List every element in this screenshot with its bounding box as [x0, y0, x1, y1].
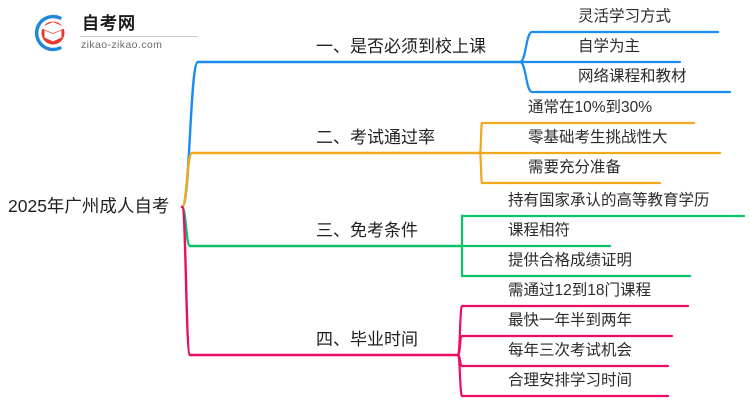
logo-brand-name: 自考网 — [82, 14, 136, 33]
connector-root-to-branch-1 — [180, 60, 200, 209]
branch-2-child-1-label[interactable]: 通常在10%到30% — [528, 99, 653, 116]
connector-branch-2-child-3 — [478, 151, 662, 185]
branch-2-label[interactable]: 二、考试通过率 — [316, 128, 435, 147]
branch-4-label[interactable]: 四、毕业时间 — [316, 330, 418, 349]
mindmap-root-node[interactable]: 2025年广州成人自考 — [8, 196, 170, 216]
connector-root-to-branch-2 — [180, 151, 194, 209]
branch-4-child-3-label[interactable]: 每年三次考试机会 — [508, 342, 633, 359]
branch-3-label[interactable]: 三、免考条件 — [316, 221, 418, 240]
branch-1-child-1-label[interactable]: 灵活学习方式 — [578, 8, 672, 25]
connector-branch-3-child-3 — [460, 244, 692, 278]
branch-1-label[interactable]: 一、是否必须到校上课 — [316, 37, 486, 56]
branch-2-child-2-label[interactable]: 零基础考生挑战性大 — [528, 129, 668, 146]
graduation-cap-icon — [30, 12, 74, 54]
connector-branch-3-child-1 — [460, 214, 746, 248]
branch-3-child-1-label[interactable]: 持有国家承认的高等教育学历 — [508, 192, 710, 209]
branch-2-child-3-label[interactable]: 需要充分准备 — [528, 159, 622, 176]
branch-4-child-2-label[interactable]: 最快一年半到两年 — [508, 312, 633, 329]
connector-root-to-branch-4 — [180, 205, 192, 357]
branch-4-child-1-label[interactable]: 需通过12到18门课程 — [508, 282, 651, 299]
branch-1-child-3-label[interactable]: 网络课程和教材 — [578, 68, 687, 85]
branch-4-child-4-label[interactable]: 合理安排学习时间 — [508, 372, 633, 389]
connector-branch-1-child-3 — [518, 60, 732, 94]
branch-1-child-2-label[interactable]: 自学为主 — [578, 38, 641, 55]
branch-3-child-2-label[interactable]: 课程相符 — [508, 222, 571, 239]
logo-divider — [80, 36, 198, 37]
logo-url: zikao-zikao.com — [81, 39, 163, 51]
connector-branch-4-child-4 — [456, 353, 670, 398]
site-logo: 自考网 zikao-zikao.com — [30, 10, 210, 56]
branch-3-child-3-label[interactable]: 提供合格成绩证明 — [508, 252, 633, 269]
